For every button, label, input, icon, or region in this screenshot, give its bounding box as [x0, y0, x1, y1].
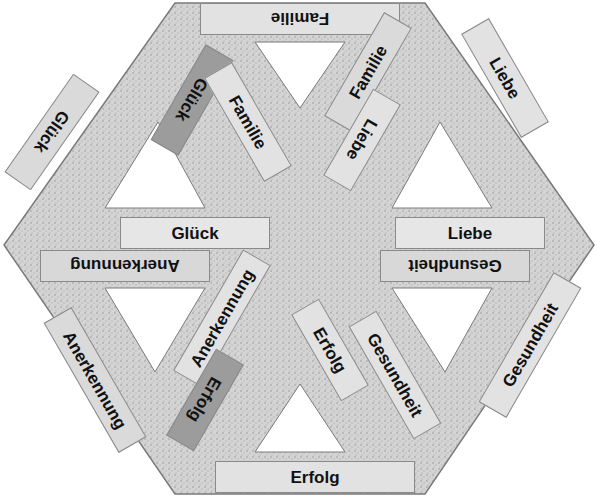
band-word: Erfolg	[290, 469, 339, 486]
band-word: Glück	[171, 225, 218, 242]
band-word: Glück	[31, 108, 72, 156]
word-band: Liebe	[395, 217, 545, 249]
band-word: Familie	[271, 11, 330, 28]
band-word: Liebe	[487, 55, 524, 102]
word-band: Gesundheit	[380, 250, 530, 282]
band-word: Anerkennung	[70, 258, 180, 275]
band-word: Liebe	[448, 225, 492, 242]
word-band: Erfolg	[215, 461, 415, 493]
band-word: Gesundheit	[408, 258, 502, 275]
word-band: Familie	[200, 3, 400, 35]
word-band: Glück	[120, 217, 270, 249]
word-band: Anerkennung	[40, 250, 210, 282]
